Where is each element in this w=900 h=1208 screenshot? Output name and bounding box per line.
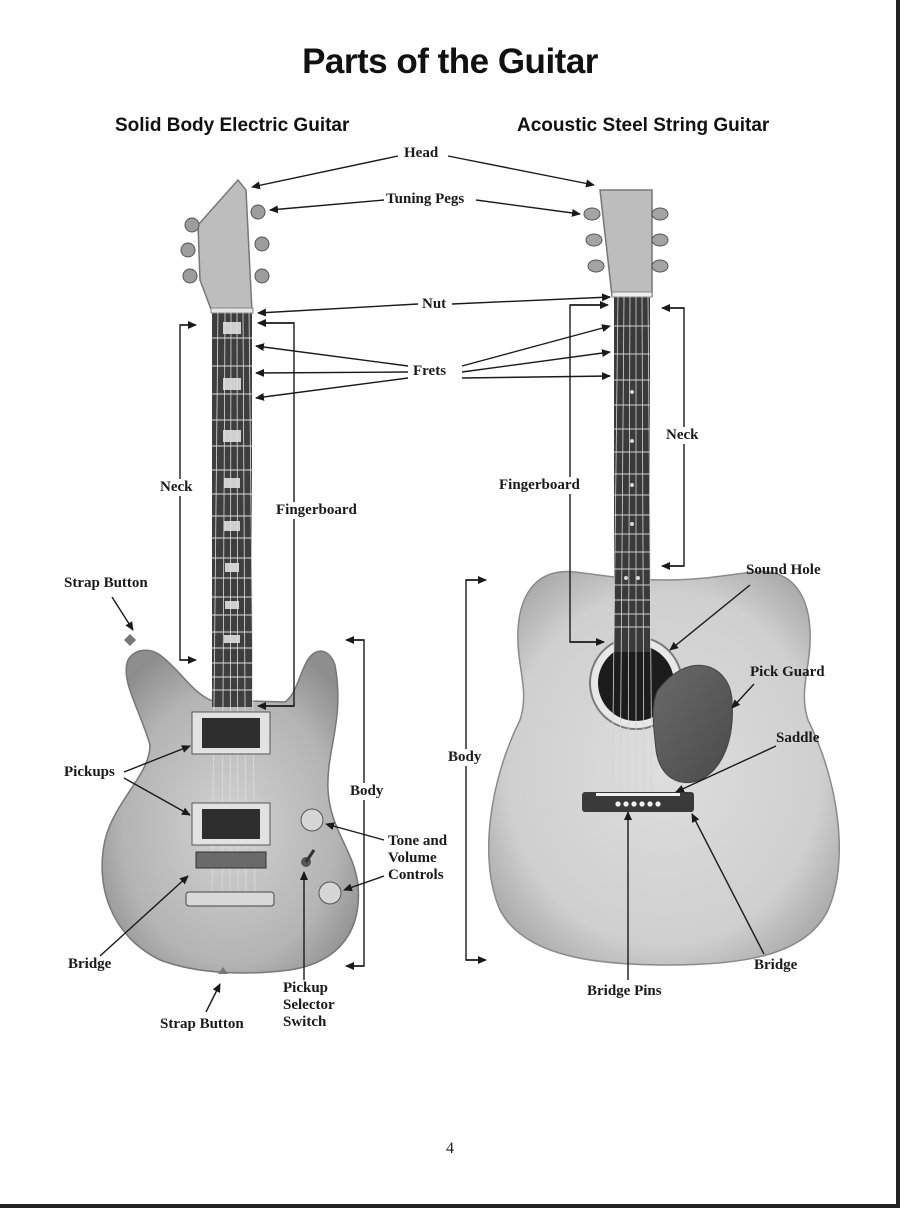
acoustic-fret-dots — [624, 390, 640, 580]
electric-headstock — [197, 178, 253, 313]
acoustic-bridge-pins — [615, 801, 661, 807]
electric-bridge — [185, 891, 275, 907]
label-selector-1: Pickup — [283, 980, 329, 996]
page-number: 4 — [446, 1140, 454, 1157]
label-pickups: Pickups — [64, 764, 115, 780]
label-bridge-pins: Bridge Pins — [587, 983, 662, 999]
label-controls-3: Controls — [388, 867, 444, 883]
electric-guitar — [101, 178, 360, 974]
label-strap-button-bottom: Strap Button — [160, 1016, 244, 1032]
electric-nut — [210, 307, 254, 314]
label-sound-hole: Sound Hole — [746, 562, 821, 578]
label-controls-2: Volume — [388, 850, 437, 866]
acoustic-strings — [611, 294, 653, 809]
label-head: Head — [404, 145, 439, 161]
label-electric-body: Body — [350, 783, 384, 800]
electric-pickups — [191, 711, 271, 846]
acoustic-guitar-heading: Acoustic Steel String Guitar — [517, 115, 770, 136]
label-acoustic-fingerboard: Fingerboard — [499, 477, 580, 494]
label-tuning-pegs: Tuning Pegs — [386, 191, 465, 207]
label-electric-bridge: Bridge — [68, 956, 112, 972]
label-electric-neck: Neck — [160, 479, 193, 496]
electric-tuning-pegs — [180, 204, 270, 284]
acoustic-tuning-pegs — [583, 207, 669, 273]
label-controls-1: Tone and — [388, 833, 448, 849]
tone-knob — [300, 808, 324, 832]
pick-guard — [652, 664, 733, 784]
acoustic-headstock — [599, 189, 653, 297]
electric-guitar-heading: Solid Body Electric Guitar — [115, 115, 350, 136]
label-acoustic-bridge: Bridge — [754, 957, 798, 973]
electric-inlays — [223, 322, 241, 643]
strap-button-top — [124, 634, 136, 646]
leader-lines — [99, 155, 777, 1013]
label-electric-fingerboard: Fingerboard — [276, 502, 357, 519]
volume-knob — [318, 881, 342, 905]
strap-button-bottom — [218, 967, 228, 974]
acoustic-fret-wires — [614, 325, 650, 628]
label-strap-button-top: Strap Button — [64, 575, 148, 591]
electric-fret-wires — [212, 337, 252, 691]
label-saddle: Saddle — [776, 730, 820, 746]
acoustic-saddle — [596, 793, 680, 796]
label-frets: Frets — [413, 363, 447, 379]
page-title: Parts of the Guitar — [302, 42, 598, 81]
label-acoustic-body: Body — [448, 749, 482, 766]
electric-tailpiece — [195, 851, 267, 869]
acoustic-bridge — [582, 792, 694, 812]
label-selector-2: Selector — [283, 997, 335, 1013]
label-nut: Nut — [422, 296, 447, 312]
electric-strings — [211, 309, 256, 901]
acoustic-nut — [611, 291, 653, 298]
page-right-edge — [896, 0, 900, 1208]
label-pick-guard: Pick Guard — [750, 664, 825, 680]
label-acoustic-neck: Neck — [666, 427, 699, 444]
label-selector-3: Switch — [283, 1014, 327, 1030]
acoustic-guitar — [487, 189, 841, 966]
page-bottom-edge — [0, 1204, 900, 1208]
